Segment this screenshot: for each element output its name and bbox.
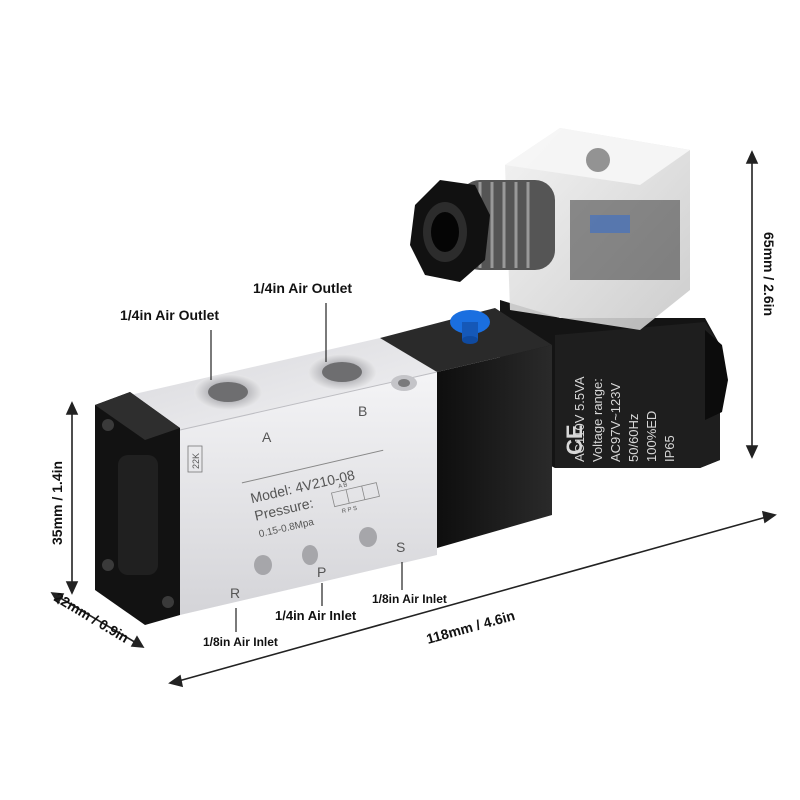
symbol-ab: A B [338,482,348,490]
port-r-hole [254,555,272,575]
port-p-label: P [317,564,326,580]
coil-label-block: AC110V 5.5VA Voltage range: AC97V~123V 5… [572,376,677,462]
connector-housing [410,128,690,330]
callout-lines [210,303,403,632]
coil-frequency: 50/60Hz [626,414,641,462]
dimension-lines [50,150,777,688]
port-p-hole [302,545,318,565]
coil-duty: 100%ED [644,411,659,462]
port-s-label: S [396,539,405,555]
coil-voltage-range: AC97V~123V [608,383,623,462]
callout-inlet-s: 1/8in Air Inlet [372,592,447,606]
symbol-rps: R P S [341,506,358,515]
port-r-label: R [230,585,240,601]
callout-inlet-p: 1/4in Air Inlet [275,608,357,623]
port-a-label: A [262,429,272,445]
valve-body: A B R P S 22K Model: 4V210-08 Pressure: … [130,338,438,615]
callout-outlet-left: 1/4in Air Outlet [120,307,219,323]
dim-height-total: 65mm / 2.6in [761,232,777,316]
callout-outlet-right: 1/4in Air Outlet [253,280,352,296]
solenoid-coil: AC110V 5.5VA Voltage range: AC97V~123V 5… [500,300,728,468]
callout-inlet-r: 1/8in Air Inlet [203,635,278,649]
port-b-label: B [358,403,367,419]
coil-ip-rating: IP65 [662,435,677,462]
body-badge: 22K [191,453,201,469]
valve-symbol [331,482,380,508]
coil-rating: AC110V 5.5VA [572,376,587,462]
dim-height-body: 35mm / 1.4in [49,461,65,545]
coil-voltage-range-label: Voltage range: [590,378,605,462]
dim-length: 118mm / 4.6in [425,607,517,647]
port-s-hole [359,527,377,547]
end-cap [95,392,180,625]
ce-mark: CE [562,424,587,455]
